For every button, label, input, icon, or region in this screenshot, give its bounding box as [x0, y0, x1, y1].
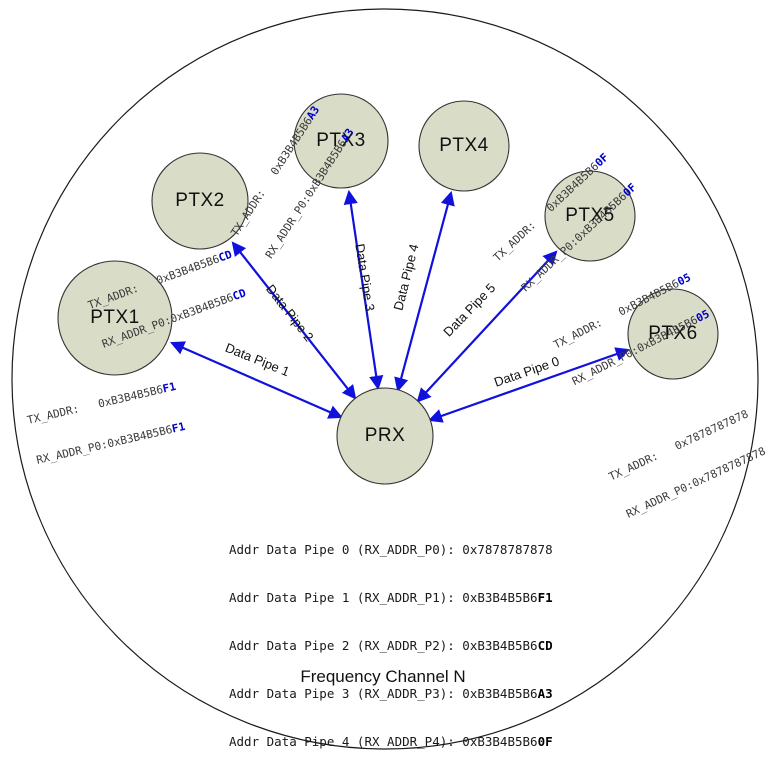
table-row: Addr Data Pipe 3 (RX_ADDR_P3): 0xB3B4B5B…: [229, 686, 553, 702]
addr-byte: F1: [161, 379, 178, 396]
data-pipe-0-arrow: [427, 347, 631, 423]
ptx5-node-label: PTX5: [565, 205, 615, 226]
table-row: Addr Data Pipe 0 (RX_ADDR_P0): 0x7878787…: [229, 542, 553, 558]
ptx5-node-circle: [544, 170, 636, 262]
ptx2-node-label: PTX2: [175, 190, 225, 211]
addr-byte: CD: [216, 247, 234, 265]
data-pipe-arrows: [170, 189, 631, 423]
data-pipe-2-arrow: [231, 241, 357, 400]
ptx1-node-circle: [57, 260, 173, 376]
frequency-channel-title: Frequency Channel N: [300, 667, 466, 686]
row-text: Addr Data Pipe 3 (RX_ADDR_P3): 0xB3B4B5B…: [229, 686, 538, 701]
row-byte: 0F: [537, 734, 553, 749]
ptx3-node-circle: [293, 93, 389, 189]
data-pipe-3-arrow: [343, 189, 384, 391]
row-byte: A3: [537, 686, 553, 701]
row-text: Addr Data Pipe 1 (RX_ADDR_P1): 0xB3B4B5B…: [229, 590, 538, 605]
addr-byte: CD: [230, 285, 248, 303]
row-text: Addr Data Pipe 0 (RX_ADDR_P0): 0x7878787…: [229, 542, 553, 557]
ptx3-node-label: PTX3: [316, 130, 366, 151]
table-row: Addr Data Pipe 1 (RX_ADDR_P1): 0xB3B4B5B…: [229, 590, 553, 606]
ptx6-node-label: PTX6: [648, 323, 698, 344]
ptx4-node-circle: [418, 100, 510, 192]
ptx2-node-circle: [151, 152, 249, 250]
prx-node-label: PRX: [364, 425, 406, 446]
pipe-address-table: Addr Data Pipe 0 (RX_ADDR_P0): 0x7878787…: [229, 510, 553, 757]
row-byte: CD: [537, 638, 553, 653]
ptx1-rx-addr-line: RX_ADDR_P0:0xB3B4B5B6F1: [35, 419, 190, 467]
addr-byte: F1: [170, 419, 187, 436]
row-byte: F1: [537, 590, 553, 605]
ptx1-tx-addr-line: TX_ADDR: 0xB3B4B5B6F1: [26, 379, 181, 427]
row-text: Addr Data Pipe 2 (RX_ADDR_P2): 0xB3B4B5B…: [229, 638, 538, 653]
radio-nodes: [57, 93, 719, 485]
ptx1-node-label: PTX1: [90, 307, 140, 328]
table-row: Addr Data Pipe 2 (RX_ADDR_P2): 0xB3B4B5B…: [229, 638, 553, 654]
prx-node-circle: [336, 387, 434, 485]
ptx6-node-circle: [627, 288, 719, 380]
table-row: Addr Data Pipe 4 (RX_ADDR_P4): 0xB3B4B5B…: [229, 734, 553, 750]
addr-text: RX_ADDR_P0:0xB3B4B5B6: [35, 422, 174, 467]
row-text: Addr Data Pipe 4 (RX_ADDR_P4): 0xB3B4B5B…: [229, 734, 538, 749]
ptx4-node-label: PTX4: [439, 135, 489, 156]
addr-text: TX_ADDR: 0xB3B4B5B6: [25, 382, 165, 427]
